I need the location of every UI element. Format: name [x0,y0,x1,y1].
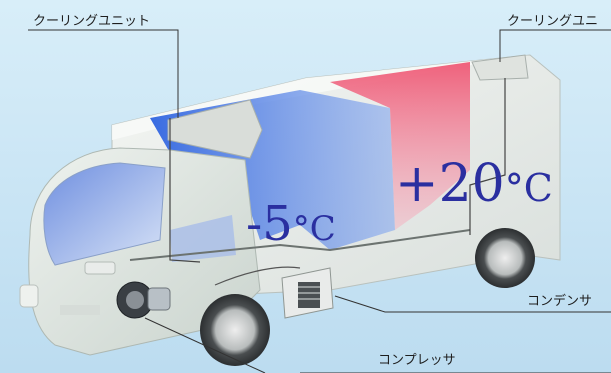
chassis-rail [129,229,471,261]
windshield [43,162,166,266]
headlight [84,261,116,275]
temperature-warm-value: +20 [395,154,505,214]
temperature-cold: -5°C [246,200,336,248]
refrigerant-pipe-bottom [214,266,301,286]
leader-line-condenser [334,295,611,313]
leader-line-cooling-unit-right [499,29,611,62]
temperature-cold-value: -5 [246,196,293,252]
cooling-unit-rear [471,54,529,81]
leader-line-compressor [144,317,266,373]
label-cooling-unit-right: クーリングユニ [507,14,599,29]
grille [60,305,100,315]
temperature-cold-unit: °C [292,209,336,249]
temperature-warm: +20°C [395,158,553,210]
condenser [281,267,334,319]
refrigerant-pipe-left [169,118,201,263]
label-compressor: コンプレッサ [378,353,456,368]
temperature-warm-unit: °C [504,166,553,210]
warm-zone [330,62,470,230]
compressor [116,281,171,319]
refrigerant-pipe-right [469,78,506,235]
cooling-unit-front [167,99,263,159]
front-wheel [200,294,270,366]
label-cooling-unit-left: クーリングユニット [33,14,151,29]
label-condenser: コンデンサ [527,294,593,309]
rear-wheel [475,228,535,288]
fog-light [19,284,39,308]
leader-line-cooling-unit-left [28,29,179,118]
